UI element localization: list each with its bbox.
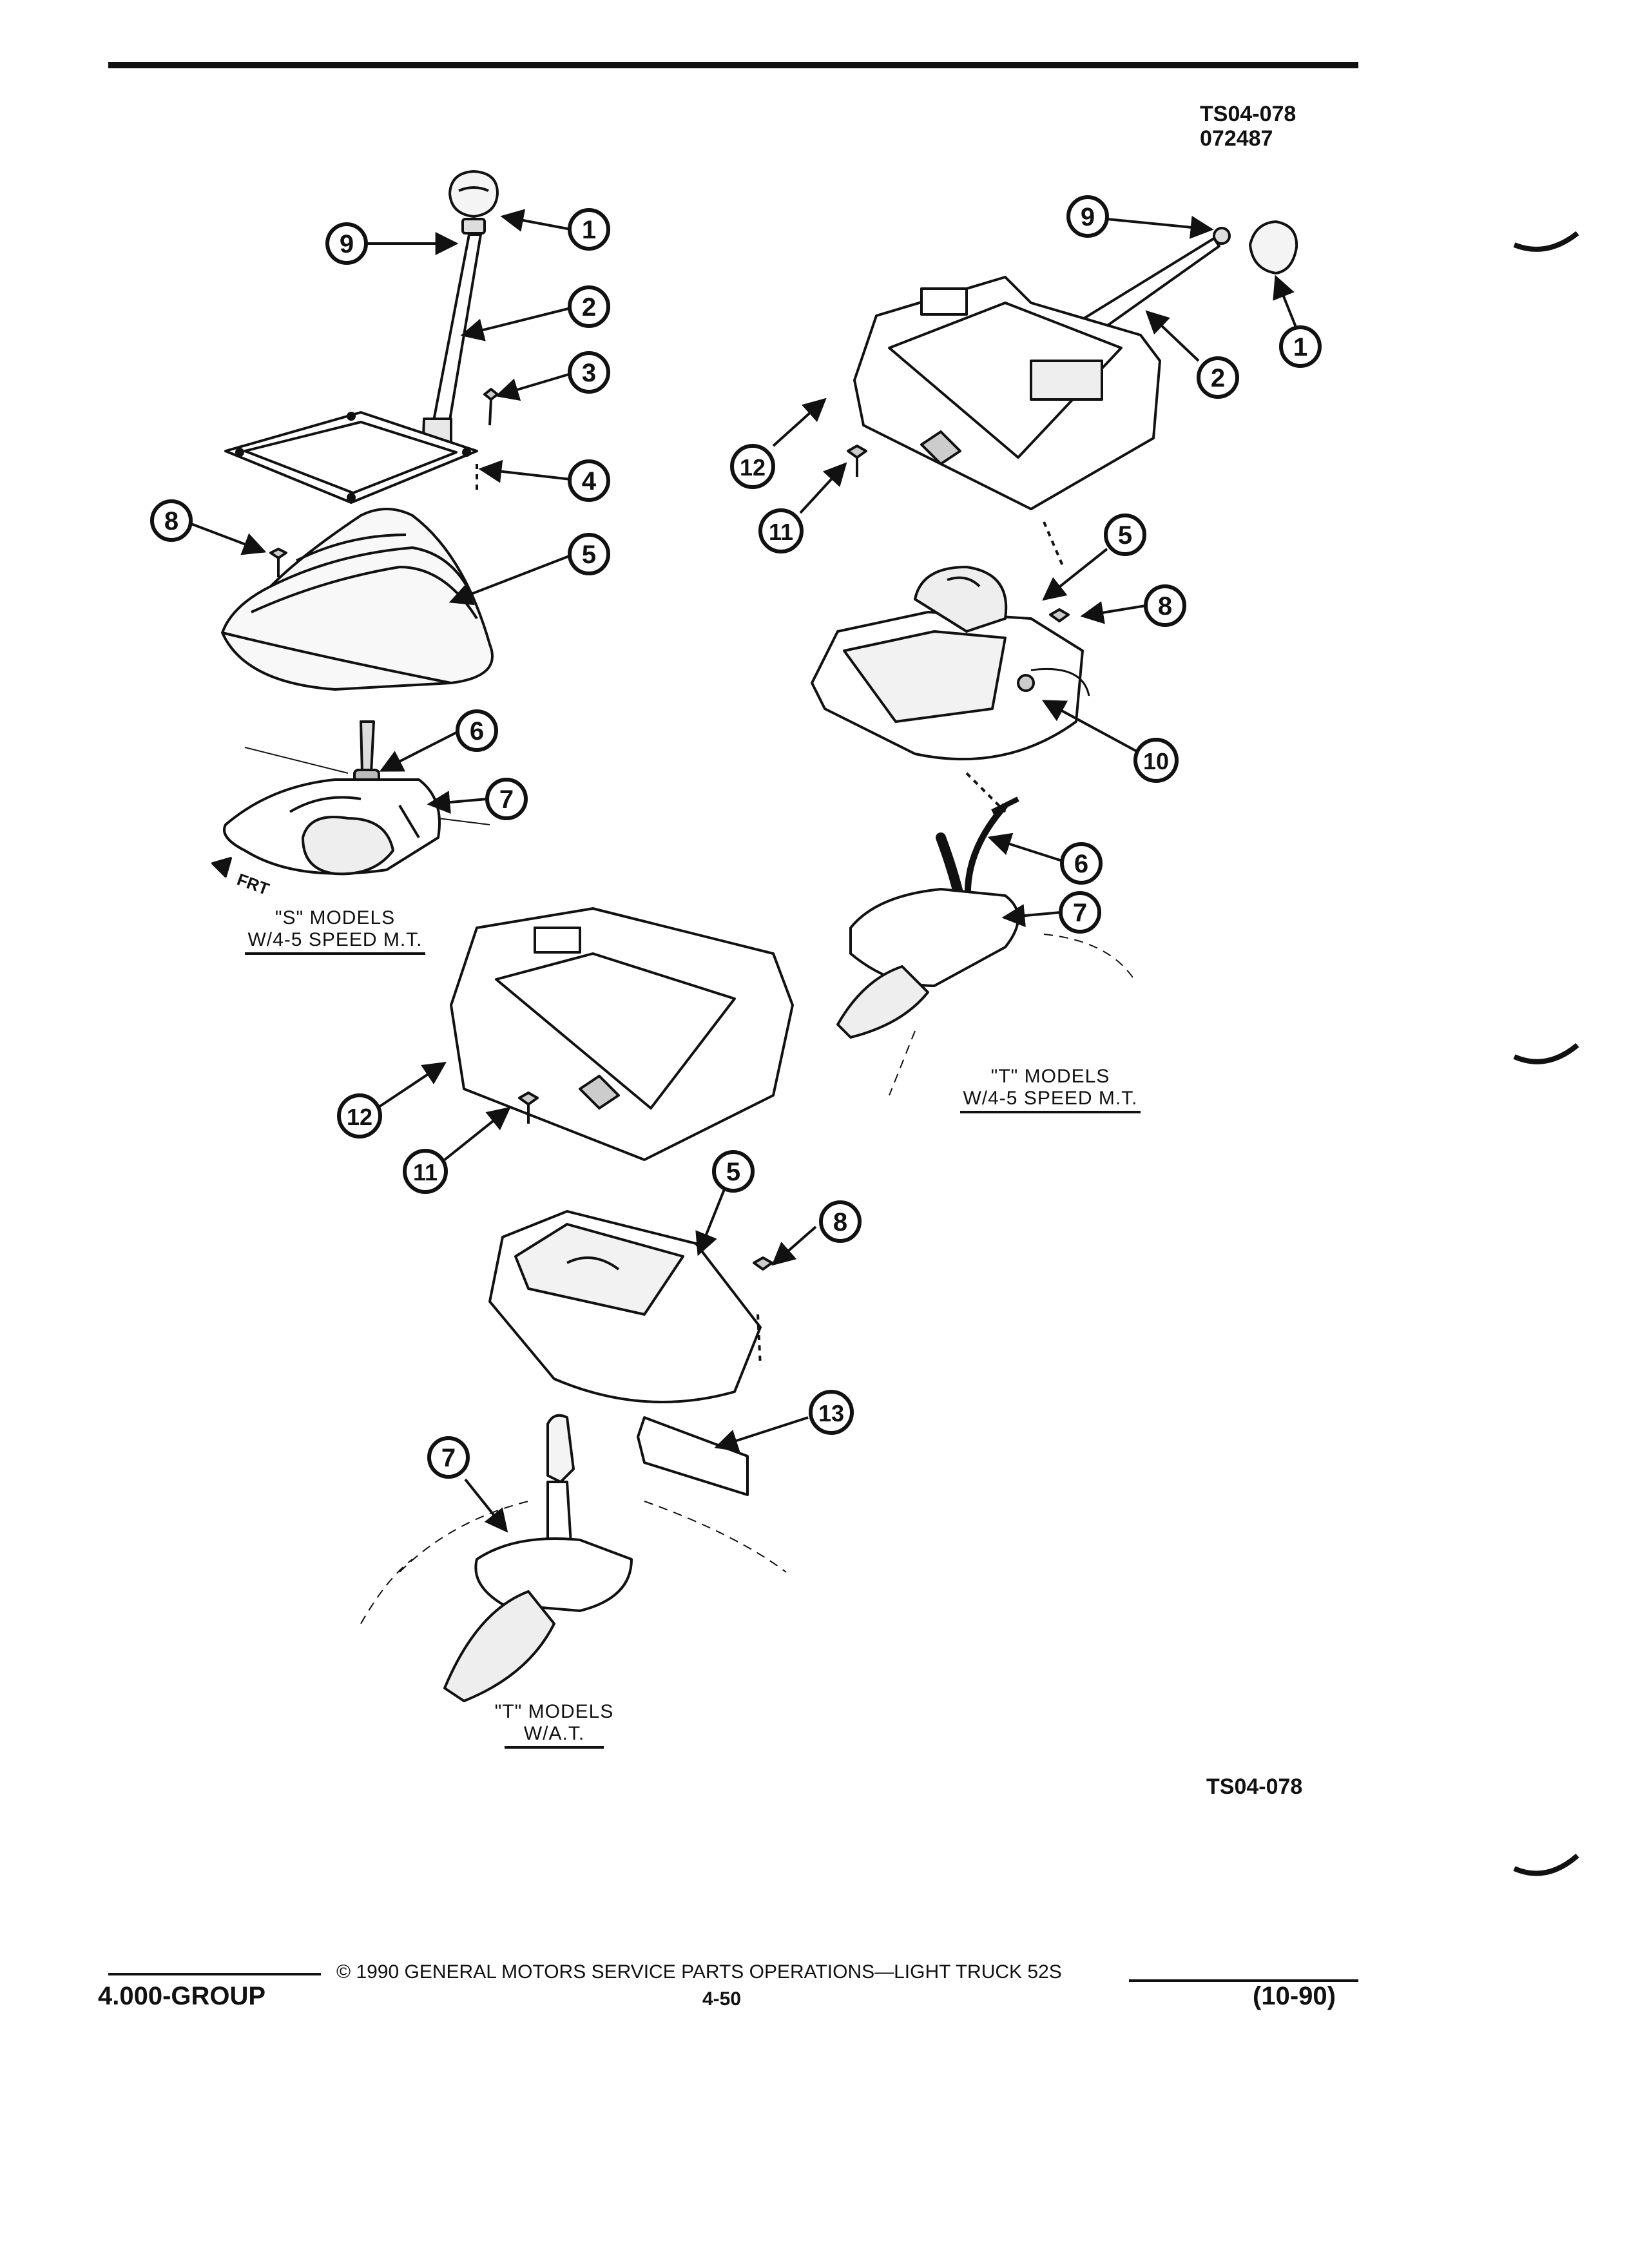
top-rule [108,62,1358,68]
callout-4-s: 4 [568,459,610,502]
figure-code-top: TS04-078 [1200,102,1296,126]
figure-code-bottom: TS04-078 [1206,1774,1303,1799]
callout-6-s: 6 [456,709,498,752]
svg-text:9: 9 [1081,203,1095,231]
callout-8-t: 8 [1144,584,1186,627]
callout-5-t: 5 [1104,514,1146,556]
callout-7-at: 7 [427,1436,470,1479]
svg-text:4: 4 [582,467,597,495]
front-arrow-label: FRT [235,869,272,899]
t-models-at-assembly [360,907,794,1702]
callout-3-s: 3 [568,351,610,394]
svg-text:2: 2 [1211,364,1225,392]
svg-text:8: 8 [833,1208,847,1236]
callout-1-s: 1 [568,208,610,251]
callout-7-t: 7 [1059,891,1101,934]
s-models-label-line1: "S" MODELS [275,907,396,928]
svg-text:8: 8 [164,507,178,535]
svg-text:3: 3 [582,359,596,387]
callout-11-at: 11 [403,1149,448,1194]
svg-text:2: 2 [582,293,596,322]
svg-text:12: 12 [347,1104,372,1130]
shift-knob-s [448,170,499,218]
shift-housing-t-at [474,1537,633,1612]
lever-stub-s [360,720,375,774]
svg-text:5: 5 [1118,521,1132,550]
svg-text:6: 6 [470,717,484,745]
s-models-label-line2: W/4-5 SPEED M.T. [245,929,425,955]
copyright-notice: © 1990 GENERAL MOTORS SERVICE PARTS OPER… [336,1961,1062,1983]
callout-1-t: 1 [1279,325,1322,368]
svg-text:1: 1 [1293,333,1307,361]
t-models-at-label: "T" MODELS W/A.T. [458,1701,651,1749]
svg-text:8: 8 [1158,592,1172,620]
t-models-at-label-line2: W/A.T. [504,1723,604,1749]
svg-text:13: 13 [818,1400,844,1427]
svg-text:11: 11 [769,519,793,545]
t-models-mt-label: "T" MODELS W/4-5 SPEED M.T. [928,1066,1173,1113]
callout-5-at: 5 [712,1150,755,1193]
group-number: 4.000-GROUP [98,1982,266,2010]
svg-text:7: 7 [499,785,514,814]
figure-date-code: 072487 [1200,126,1273,151]
callout-5-s: 5 [568,533,610,575]
footer-rule-right [1129,1979,1358,1982]
shift-boot-s [221,508,494,691]
callout-8-at: 8 [819,1200,862,1243]
svg-text:10: 10 [1143,748,1169,774]
svg-text:5: 5 [582,541,596,569]
callout-13-at: 13 [809,1390,854,1435]
callout-12-at: 12 [337,1093,382,1139]
console-t-at [450,907,794,1161]
binder-ring-marks [1513,231,1579,1876]
boot-retainer-s [224,411,478,504]
callout-12-t: 12 [730,444,775,489]
svg-text:5: 5 [726,1158,740,1186]
t-models-mt-label-line1: "T" MODELS [990,1066,1110,1087]
t-models-mt-assembly [811,220,1298,1096]
callout-2-t: 2 [1197,356,1239,399]
at-shift-handle [546,1414,575,1483]
svg-text:12: 12 [740,454,766,481]
svg-text:7: 7 [441,1444,456,1472]
callout-6-t: 6 [1060,842,1103,885]
callout-8-s: 8 [150,499,193,542]
jam-nut-s [461,218,486,235]
page-number: 4-50 [702,1988,742,2010]
shift-housing-t-mt [849,888,1019,987]
s-models-label: "S" MODELS W/4-5 SPEED M.T. [219,907,451,955]
svg-text:11: 11 [413,1159,438,1186]
svg-text:1: 1 [582,216,596,244]
callout-circles: 1 9 2 3 4 5 8 6 7 9 1 2 12 11 5 8 10 6 7… [150,195,1322,1479]
callout-2-s: 2 [568,285,610,328]
leader-lines [189,209,1298,1533]
s-models-assembly [211,170,499,878]
footer-rule-left [108,1973,321,1975]
callout-11-t: 11 [758,508,804,553]
svg-text:7: 7 [1073,899,1087,927]
callout-10-t: 10 [1133,738,1179,783]
callout-9-t: 9 [1066,195,1109,238]
shift-knob-t [1249,220,1298,274]
svg-text:6: 6 [1074,850,1088,878]
callout-7-s: 7 [485,778,528,820]
svg-text:9: 9 [340,230,354,258]
t-models-at-label-line1: "T" MODELS [494,1701,614,1722]
callout-9-s: 9 [325,222,368,265]
t-models-mt-label-line2: W/4-5 SPEED M.T. [960,1088,1141,1113]
bracket-13 [637,1416,749,1496]
revision-date: (10-90) [1253,1982,1336,2010]
